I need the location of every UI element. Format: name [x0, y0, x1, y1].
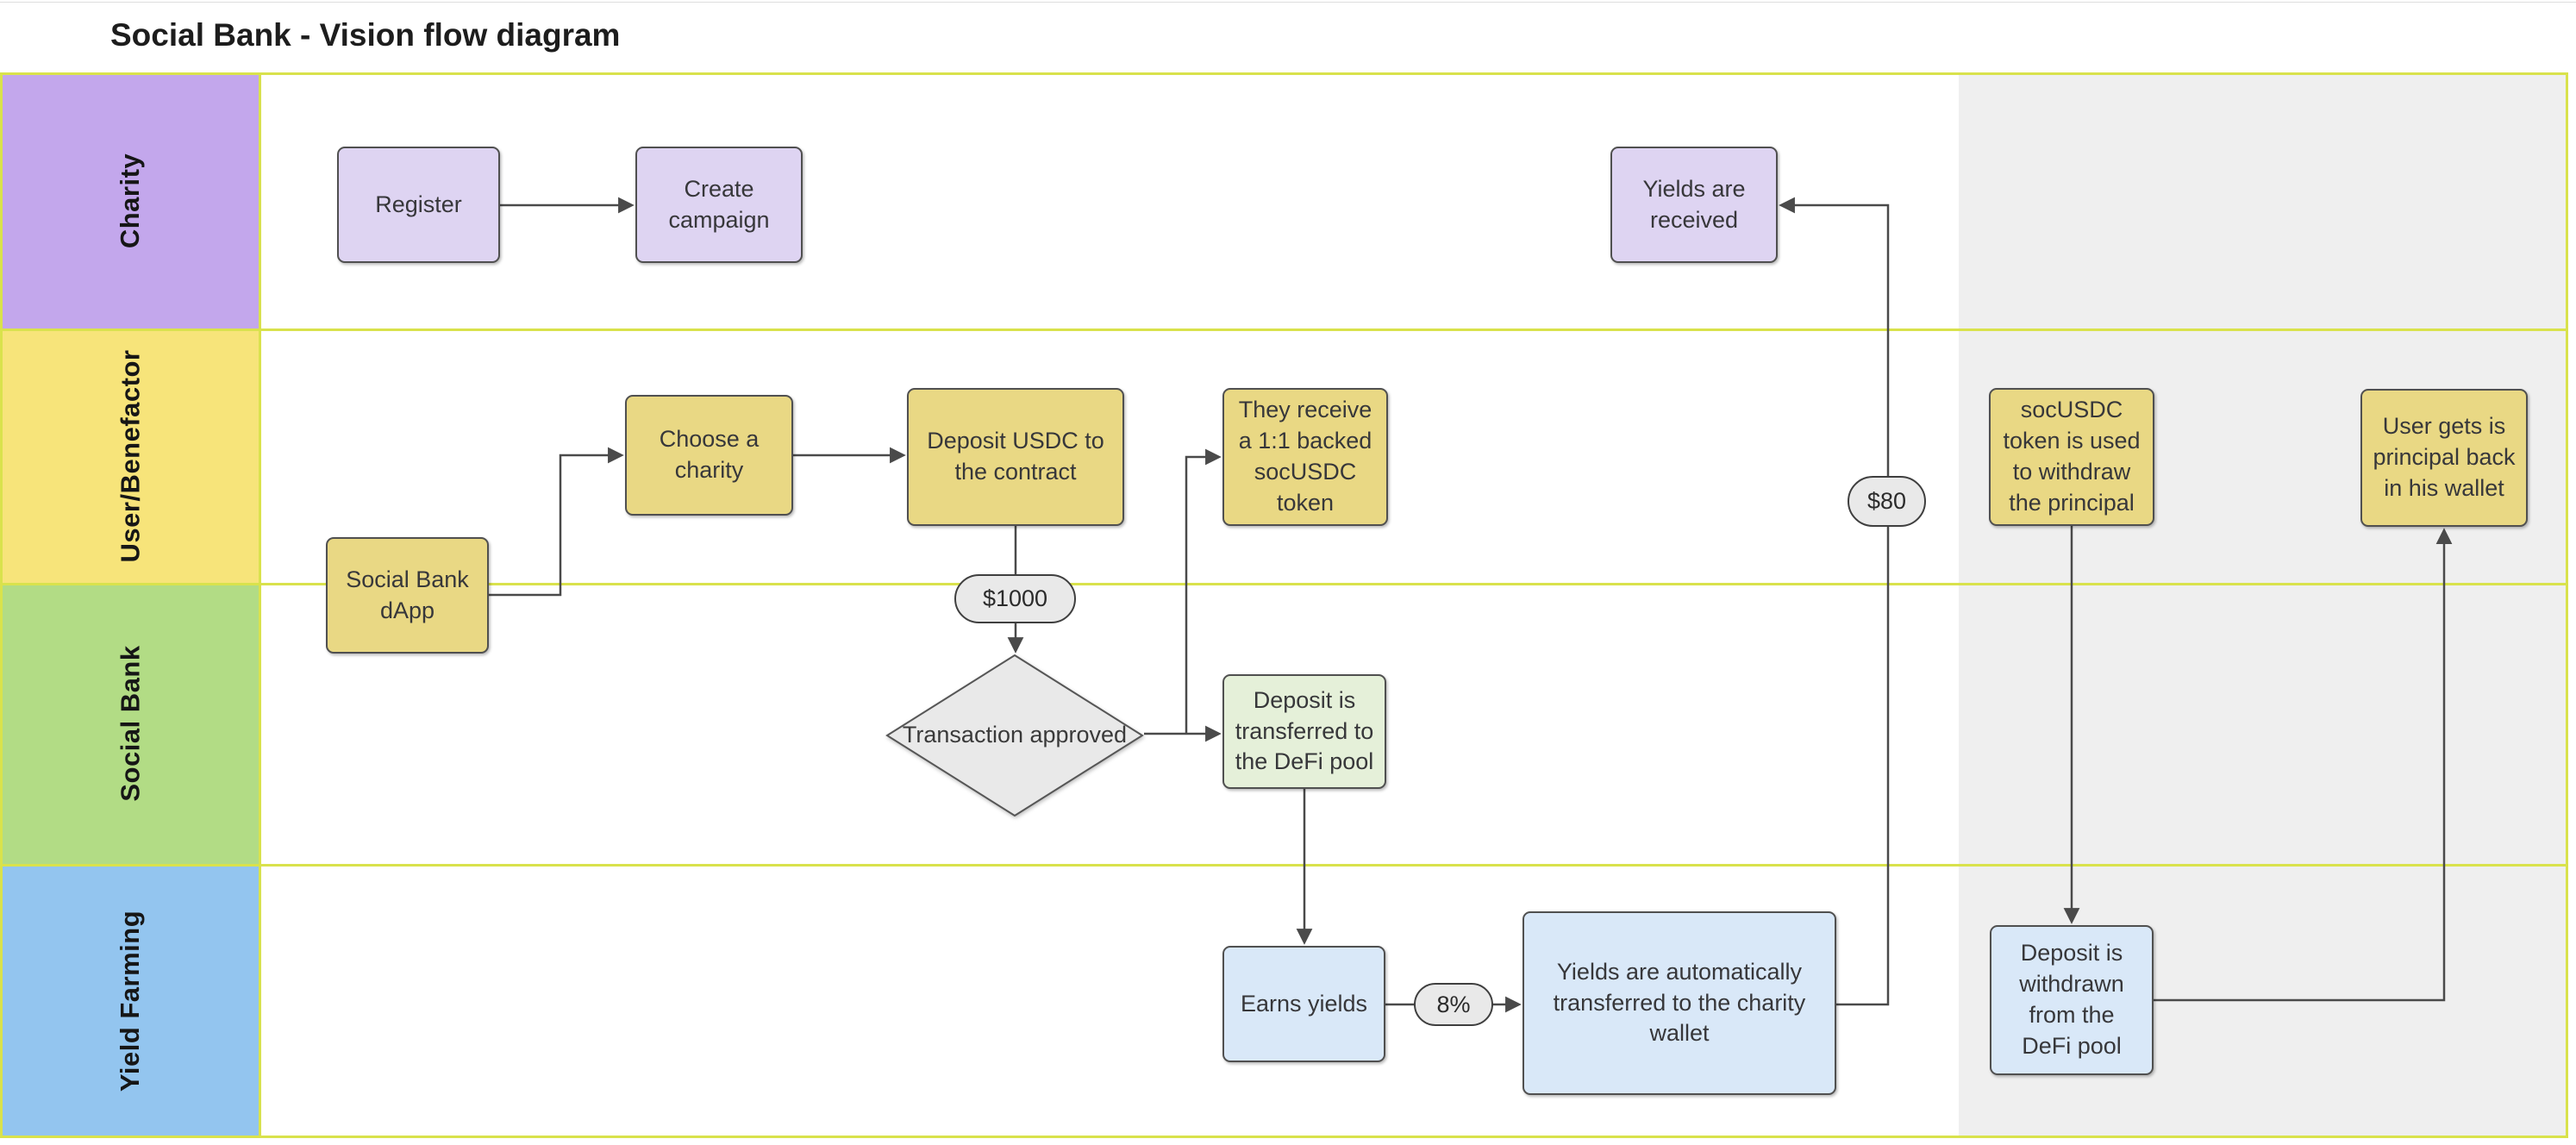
- node-deposit-transferred[interactable]: Deposit is transferred to the DeFi pool: [1222, 674, 1386, 789]
- edge-label-yield-rate-text: 8%: [1436, 991, 1471, 1017]
- diagram-right-border: [2566, 72, 2568, 1138]
- node-yields-received[interactable]: Yields are received: [1610, 147, 1778, 263]
- node-socusdc-withdraw[interactable]: socUSDC token is used to withdraw the pr…: [1989, 388, 2154, 526]
- node-deposit-withdrawn[interactable]: Deposit is withdrawn from the DeFi pool: [1990, 925, 2154, 1075]
- diamond-shape: [885, 654, 1144, 817]
- lane-label-user-benefactor: User/Benefactor: [3, 328, 259, 583]
- node-socusdc-withdraw-label: socUSDC token is used to withdraw the pr…: [2003, 397, 2141, 516]
- node-create-campaign[interactable]: Create campaign: [635, 147, 803, 263]
- node-user-gets-principal[interactable]: User gets is principal back in his walle…: [2360, 389, 2528, 527]
- edge-label-deposit-amount-text: $1000: [982, 585, 1048, 611]
- screenshot-top-border: [0, 2, 2576, 3]
- node-create-campaign-label: Create campaign: [668, 175, 770, 233]
- page-title: Social Bank - Vision flow diagram: [110, 17, 621, 53]
- edge-transaction-to-receive-token: [1185, 448, 1222, 734]
- lane-label-yield-farming: Yield Farming: [3, 864, 259, 1138]
- lane-divider-user-socialbank: [0, 583, 2568, 585]
- node-social-bank-dapp[interactable]: Social Bank dApp: [326, 537, 489, 654]
- node-yields-auto-transfer-label: Yields are automatically transferred to …: [1553, 958, 1806, 1047]
- node-receive-token[interactable]: They receive a 1:1 backed socUSDC token: [1222, 388, 1388, 526]
- lane-label-yield-farming-text: Yield Farming: [115, 910, 146, 1092]
- edge-label-yield-amount-text: $80: [1866, 488, 1907, 514]
- node-transaction-approved-label: Transaction approved: [902, 722, 1128, 748]
- lane-divider-charity-user: [0, 328, 2568, 331]
- node-receive-token-label: They receive a 1:1 backed socUSDC token: [1238, 397, 1372, 516]
- node-deposit-usdc-label: Deposit USDC to the contract: [927, 428, 1104, 485]
- node-register[interactable]: Register: [337, 147, 500, 263]
- lane-divider-socialbank-yield: [0, 864, 2568, 867]
- node-transaction-approved[interactable]: Transaction approved: [885, 654, 1144, 817]
- edge-dapp-to-choose-charity: [489, 447, 624, 597]
- node-yields-auto-transfer[interactable]: Yields are automatically transferred to …: [1522, 911, 1836, 1095]
- lane-divider-bottom: [0, 1136, 2568, 1138]
- edge-label-yield-rate[interactable]: 8%: [1414, 983, 1493, 1026]
- lane-label-social-bank: Social Bank: [3, 583, 259, 864]
- lane-label-charity-text: Charity: [115, 153, 146, 248]
- lane-label-social-bank-text: Social Bank: [115, 645, 146, 802]
- node-choose-charity-label: Choose a charity: [659, 426, 760, 483]
- node-earns-yields-label: Earns yields: [1240, 990, 1368, 1017]
- lane-divider-top: [0, 72, 2568, 75]
- node-social-bank-dapp-label: Social Bank dApp: [346, 566, 469, 623]
- edge-label-yield-amount[interactable]: $80: [1848, 476, 1926, 527]
- node-deposit-usdc[interactable]: Deposit USDC to the contract: [907, 388, 1124, 526]
- node-user-gets-principal-label: User gets is principal back in his walle…: [2373, 413, 2516, 501]
- node-register-label: Register: [375, 191, 462, 217]
- lane-label-user-benefactor-text: User/Benefactor: [115, 349, 146, 562]
- diagram-left-border: [0, 72, 3, 1138]
- node-earns-yields[interactable]: Earns yields: [1222, 946, 1385, 1062]
- node-deposit-transferred-label: Deposit is transferred to the DeFi pool: [1235, 686, 1374, 775]
- node-deposit-withdrawn-label: Deposit is withdrawn from the DeFi pool: [2019, 940, 2124, 1059]
- node-yields-received-label: Yields are received: [1642, 175, 1746, 233]
- node-choose-charity[interactable]: Choose a charity: [625, 395, 793, 516]
- lane-label-charity: Charity: [3, 72, 259, 328]
- lane-label-column-border: [259, 72, 261, 1138]
- edge-yields-auto-to-yields-received: [1779, 197, 1890, 1006]
- edge-label-deposit-amount[interactable]: $1000: [954, 574, 1076, 623]
